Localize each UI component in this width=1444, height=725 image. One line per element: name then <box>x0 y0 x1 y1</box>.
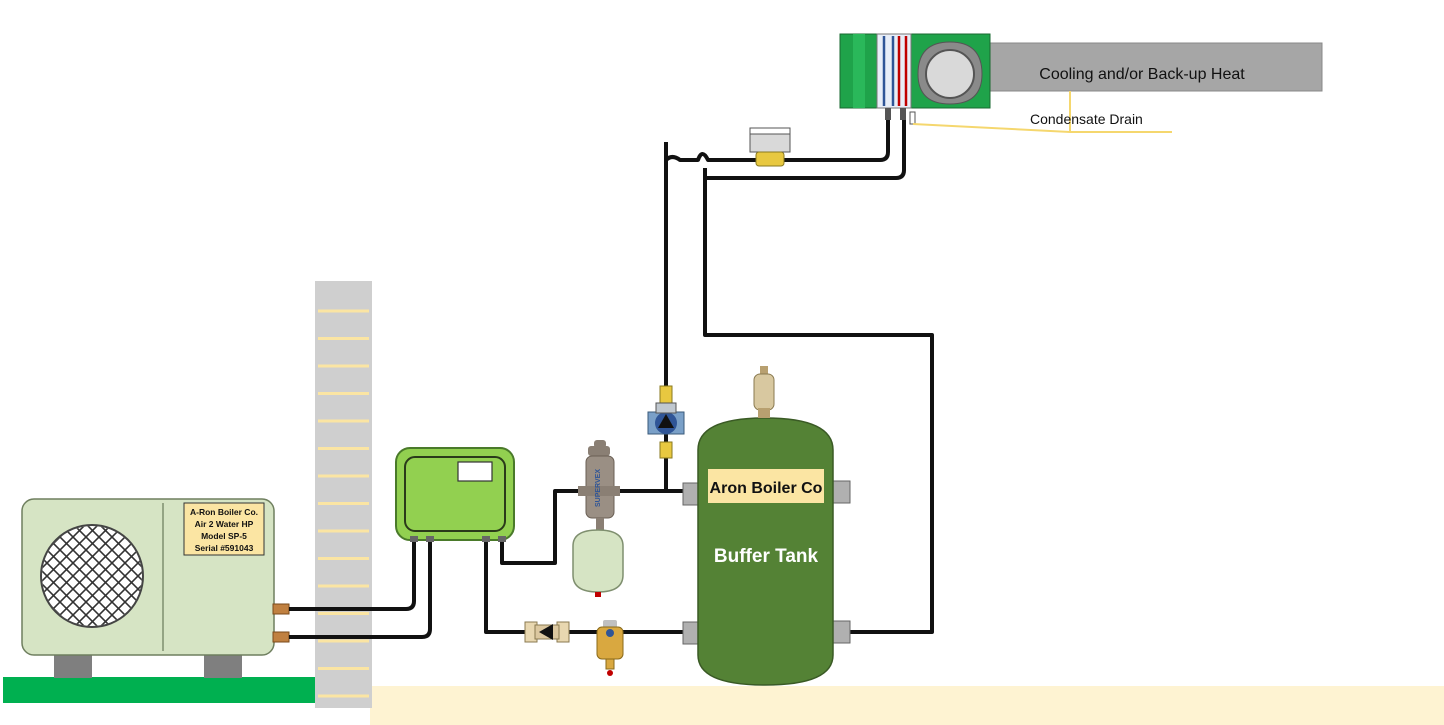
ground-pad <box>3 677 315 703</box>
separator-label: SUPERVEX <box>595 469 602 507</box>
air-handler: Cooling and/or Back-up Heat <box>839 33 1323 125</box>
fan-grille-icon <box>40 524 144 628</box>
fan-grille-line <box>42 526 121 626</box>
controller-display <box>457 461 493 482</box>
hp-fitting-supply <box>272 603 290 615</box>
blower-icon <box>925 49 975 99</box>
pipe-return-riser <box>703 168 934 634</box>
fan-grille-line <box>64 526 142 626</box>
nameplate-line-1: A-Ron Boiler Co. <box>190 507 258 517</box>
nameplate <box>183 502 265 556</box>
hp-fitting-return <box>272 631 290 643</box>
duct-label: Cooling and/or Back-up Heat <box>1039 66 1245 83</box>
tank-brand-label-bg <box>708 469 824 503</box>
zone-valve <box>749 127 791 167</box>
pipe-loop-top <box>664 118 890 162</box>
fan-grille-line <box>42 526 134 626</box>
pipe-loop-return <box>705 118 906 180</box>
fan-grille-line <box>42 526 95 626</box>
dirt-separator: SUPERVEX <box>578 440 620 519</box>
floor-slab <box>370 686 1444 725</box>
pipe-hp-return <box>289 537 432 639</box>
check-valve <box>524 621 570 643</box>
heat-pump-unit: A-Ron Boiler Co. Air 2 Water HP Model SP… <box>21 498 290 678</box>
buffer-tank: Aron Boiler Co Buffer Tank <box>682 417 851 686</box>
fan-grille-line <box>51 526 142 626</box>
circulator-pump <box>647 385 685 459</box>
nameplate-line-4: Serial #591043 <box>195 543 254 553</box>
tank-brand-label: Aron Boiler Co <box>710 480 823 497</box>
drain-label: Condensate Drain <box>1030 111 1143 127</box>
air-vent <box>753 366 775 418</box>
controller-box <box>395 447 515 542</box>
nameplate-line-2: Air 2 Water HP <box>195 519 254 529</box>
expansion-tank <box>572 518 624 597</box>
fan-grille-line <box>77 526 142 626</box>
condensate-drain <box>912 91 1172 133</box>
exterior-wall <box>315 281 372 708</box>
air-eliminator <box>596 620 624 676</box>
tank-title: Buffer Tank <box>714 546 819 567</box>
fan-grille-line <box>90 526 142 626</box>
pipe-controller-to-tank-bottom <box>484 540 700 634</box>
fan-grille-line <box>42 526 95 626</box>
fan-grille-line <box>90 526 142 626</box>
fan-grille-line <box>42 526 108 626</box>
pipe-hp-supply <box>289 537 416 611</box>
nameplate-line-3: Model SP-5 <box>201 531 247 541</box>
